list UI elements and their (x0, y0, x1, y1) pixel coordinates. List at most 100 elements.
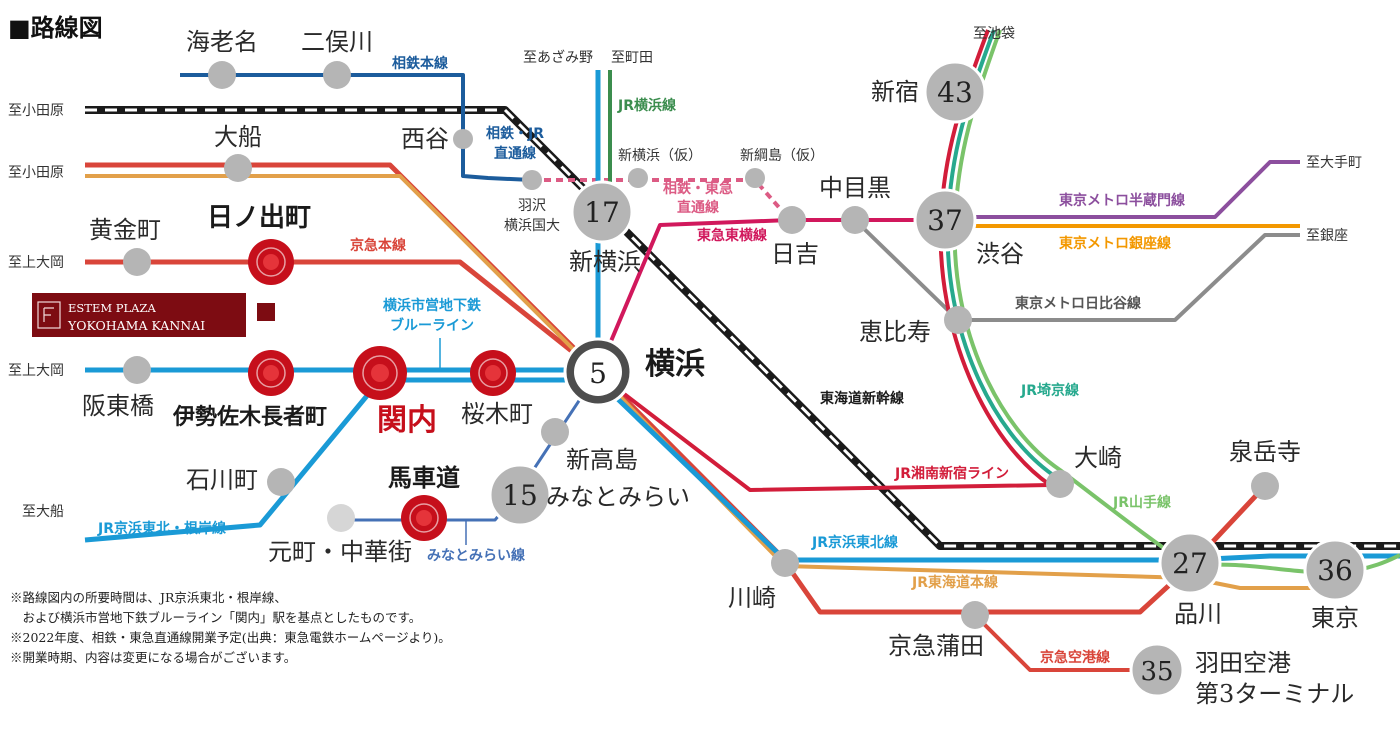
direction-kamiooka-1: 至上大岡 (8, 255, 64, 271)
hanzomon-line (945, 160, 1300, 219)
line-label-yamanote: JR山手線 (1112, 494, 1171, 511)
station-name-ofuna: 大船 (214, 123, 262, 151)
line-label-jr-yokohama: JR横浜線 (617, 97, 676, 114)
line-label-sotetsu: 相鉄本線 (392, 55, 448, 72)
keikyu-main-line-west (85, 259, 600, 374)
hub-tokyo-circle (1303, 538, 1367, 602)
station-name-ebina: 海老名 (186, 28, 258, 56)
station-name-hinodecho: 日ノ出町 (207, 203, 311, 233)
station-name-tanmachi: 阪東橋 (82, 392, 154, 420)
line-label-sotetsu-tokyu-2: 直通線 (677, 199, 719, 216)
station-tanmachi-marker (123, 356, 151, 384)
hub-haneda-circle (1129, 642, 1185, 698)
note-line-3: ※2022年度、相鉄・東急直通線開業予定(出典：東急電鉄ホームページより)。 (10, 630, 451, 645)
station-ofuna-marker (224, 154, 252, 182)
station-name-hiyoshi: 日吉 (771, 240, 819, 268)
direction-ofuna: 至大船 (22, 504, 64, 520)
direction-odawara-1: 至小田原 (8, 103, 64, 119)
station-name-shibuya: 渋谷 (976, 240, 1024, 268)
direction-kamiooka-2: 至上大岡 (8, 363, 64, 379)
station-hinodecho-marker (248, 239, 294, 285)
property-marker (257, 303, 275, 321)
station-name-osaki: 大崎 (1074, 444, 1122, 472)
line-label-tokaido-shinkansen: 東海道新幹線 (820, 390, 904, 407)
line-label-tokaido-main: JR東海道本線 (911, 574, 998, 591)
minutes-minatomirai: 15 (502, 479, 538, 512)
station-name-hazawa-1: 羽沢 (518, 198, 546, 214)
sotetsu-line (180, 73, 533, 182)
station-osaki-marker (1046, 470, 1074, 498)
hub-yokohama-inner (574, 348, 622, 396)
note-line-1: ※路線図内の所要時間は、JR京浜東北・根岸線、 (10, 590, 287, 605)
line-label-blue-2: ブルーライン (390, 317, 474, 334)
station-bashamichi-marker (401, 495, 447, 541)
line-label-hibiya: 東京メトロ日比谷線 (1015, 295, 1141, 312)
line-label-keihin-negishi: JR京浜東北・根岸線 (97, 520, 226, 537)
jr-keihin-tohoku-line (84, 377, 1400, 563)
station-name-nishiya: 西谷 (401, 125, 449, 153)
hub-shinagawa-circle (1158, 531, 1222, 595)
station-name-haneda-2: 第3ターミナル (1195, 680, 1354, 708)
station-name-koganecho: 黄金町 (89, 216, 161, 244)
direction-azamino: 至あざみ野 (523, 49, 593, 66)
station-name-nakameguro: 中目黒 (819, 174, 891, 202)
direction-machida: 至町田 (611, 50, 653, 66)
hub-shibuya-circle (913, 188, 977, 252)
station-nishiya-marker (453, 129, 473, 149)
station-sakuragicho-marker (470, 350, 516, 396)
minutes-shinyokohama: 17 (584, 196, 620, 229)
station-name-shinyokohama: 新横浜 (569, 248, 641, 276)
station-name-shinagawa: 品川 (1174, 600, 1222, 628)
line-label-blue-1: 横浜市営地下鉄 (383, 297, 482, 314)
map-title: ■路線図 (8, 14, 103, 42)
station-shintakashima-marker (541, 418, 569, 446)
station-kannai-marker (353, 346, 407, 400)
line-label-keihin-tohoku: JR京浜東北線 (811, 534, 898, 551)
station-name-kannai: 関内 (377, 403, 437, 438)
line-label-sotetsu-jr-1: 相鉄・JR (486, 125, 544, 142)
minutes-tokyo: 36 (1317, 554, 1353, 587)
hub-shinjuku-circle (923, 60, 987, 124)
station-name-haneda-1: 羽田空港 (1195, 649, 1291, 677)
stations-layer (123, 60, 1367, 698)
line-label-keikyu-main: 京急本線 (350, 237, 406, 254)
minutes-shinagawa: 27 (1172, 547, 1208, 580)
direction-otemachi: 至大手町 (1306, 155, 1362, 171)
station-hiyoshi-marker (778, 206, 806, 234)
directions-layer: 至池袋 至あざみ野 至町田 至小田原 至小田原 至上大岡 至上大岡 至大船 至大… (8, 26, 1362, 520)
line-label-ginza: 東京メトロ銀座線 (1059, 235, 1171, 252)
note-line-2: および横浜市営地下鉄ブルーライン「関内」駅を基点としたものです。 (10, 610, 421, 625)
station-name-ebisu: 恵比寿 (859, 318, 931, 346)
station-name-shintakashima: 新高島 (566, 446, 638, 474)
station-name-kawasaki: 川崎 (728, 584, 776, 612)
station-name-tokyo: 東京 (1311, 604, 1359, 632)
station-name-motomachi: 元町・中華街 (268, 538, 412, 566)
station-shintsunashima-marker (745, 168, 765, 188)
station-name-minatomirai: みなとみらい (546, 483, 690, 511)
station-ebisu-marker (944, 306, 972, 334)
station-name-shintsunashima: 新綱島（仮） (740, 148, 824, 164)
brand-line-2: YOKOHAMA KANNAI (67, 318, 205, 333)
station-isezakichojamachi-marker (248, 350, 294, 396)
direction-ikebukuro: 至池袋 (973, 26, 1015, 42)
minutes-layer: 43 37 17 5 15 27 36 35 (502, 76, 1353, 687)
station-ebina-marker (208, 61, 236, 89)
minutes-shibuya: 37 (927, 204, 963, 237)
station-sengakuji-marker (1251, 472, 1279, 500)
station-name-hazawa-2: 横浜国大 (504, 218, 560, 234)
brand-logo: ESTEM PLAZA YOKOHAMA KANNAI (32, 293, 275, 337)
station-name-yokohama: 横浜 (645, 347, 705, 382)
station-futamatagawa-marker (323, 61, 351, 89)
line-label-shonan-shinjuku: JR湘南新宿ライン (894, 465, 1009, 482)
line-label-airport: 京急空港線 (1040, 649, 1110, 666)
station-name-sakuragicho: 桜木町 (461, 400, 533, 428)
hibiya-line (853, 218, 1300, 322)
notes-block: ※路線図内の所要時間は、JR京浜東北・根岸線、 および横浜市営地下鉄ブルーライン… (10, 590, 451, 665)
station-kawasaki-marker (771, 549, 799, 577)
line-label-sotetsu-jr-2: 直通線 (494, 145, 536, 162)
station-name-sengakuji: 泉岳寺 (1229, 438, 1301, 466)
station-shinyokohama-kari-marker (628, 168, 648, 188)
note-line-4: ※開業時期、内容は変更になる場合がございます。 (10, 650, 296, 665)
jr-yamanote-line (952, 29, 1192, 568)
